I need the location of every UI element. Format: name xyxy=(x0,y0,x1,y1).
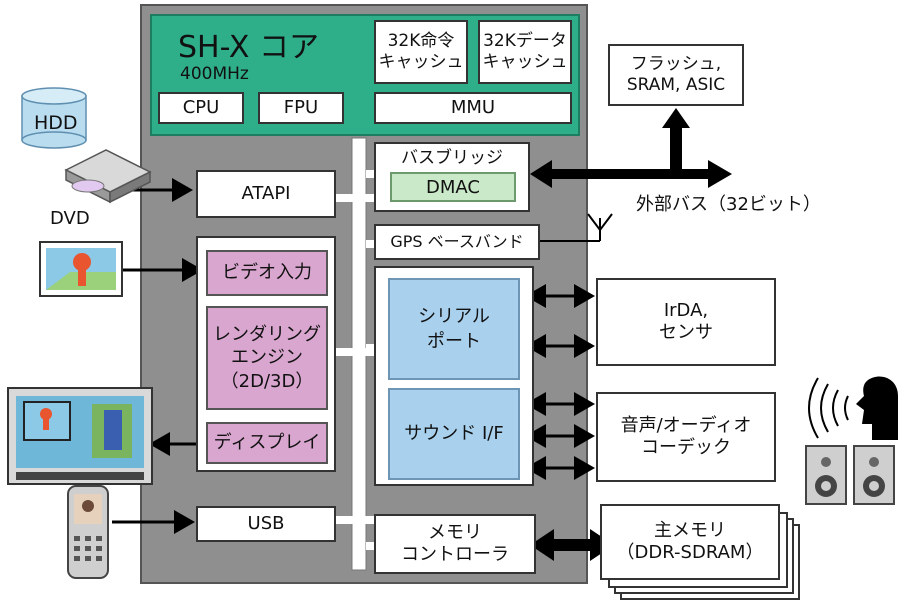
memory-controller-block: メモリ コントローラ xyxy=(374,514,536,574)
external-bus-arrow xyxy=(530,108,732,188)
dvd-label: DVD xyxy=(50,208,90,231)
main-memory-box: 主メモリ （DDR-SDRAM） xyxy=(600,504,780,580)
dvd-drive-icon xyxy=(66,150,150,202)
hdd-label: HDD xyxy=(34,112,78,136)
dmac-block: DMAC xyxy=(390,172,516,202)
external-bus-label: 外部バス（32ビット） xyxy=(636,194,821,217)
flash-sram-asic-box: フラッシュ, SRAM, ASIC xyxy=(608,44,744,106)
bus-stub xyxy=(336,516,376,524)
irda-sensor-box: IrDA, センサ xyxy=(596,278,776,366)
serial-port-block: シリアル ポート xyxy=(388,278,520,380)
display-block: ディスプレイ xyxy=(206,422,328,464)
camera-icon xyxy=(40,242,122,296)
audio-codec-box: 音声/オーディオ コーデック xyxy=(596,392,776,482)
speaking-head-icon xyxy=(809,377,898,440)
tv-display-icon xyxy=(8,388,152,484)
bus-bridge-label: バスブリッジ xyxy=(401,148,503,169)
antenna-icon xyxy=(540,214,612,241)
usb-block: USB xyxy=(196,506,336,542)
atapi-block: ATAPI xyxy=(196,170,336,218)
gps-baseband-block: GPS ベースバンド xyxy=(374,224,540,260)
phone-icon xyxy=(68,486,108,578)
bus-stub xyxy=(336,194,376,202)
speaker-icon xyxy=(806,446,894,504)
video-input-block: ビデオ入力 xyxy=(206,250,328,296)
sound-if-block: サウンド I/F xyxy=(388,388,520,480)
rendering-engine-block: レンダリング エンジン （2D/3D） xyxy=(206,306,328,410)
